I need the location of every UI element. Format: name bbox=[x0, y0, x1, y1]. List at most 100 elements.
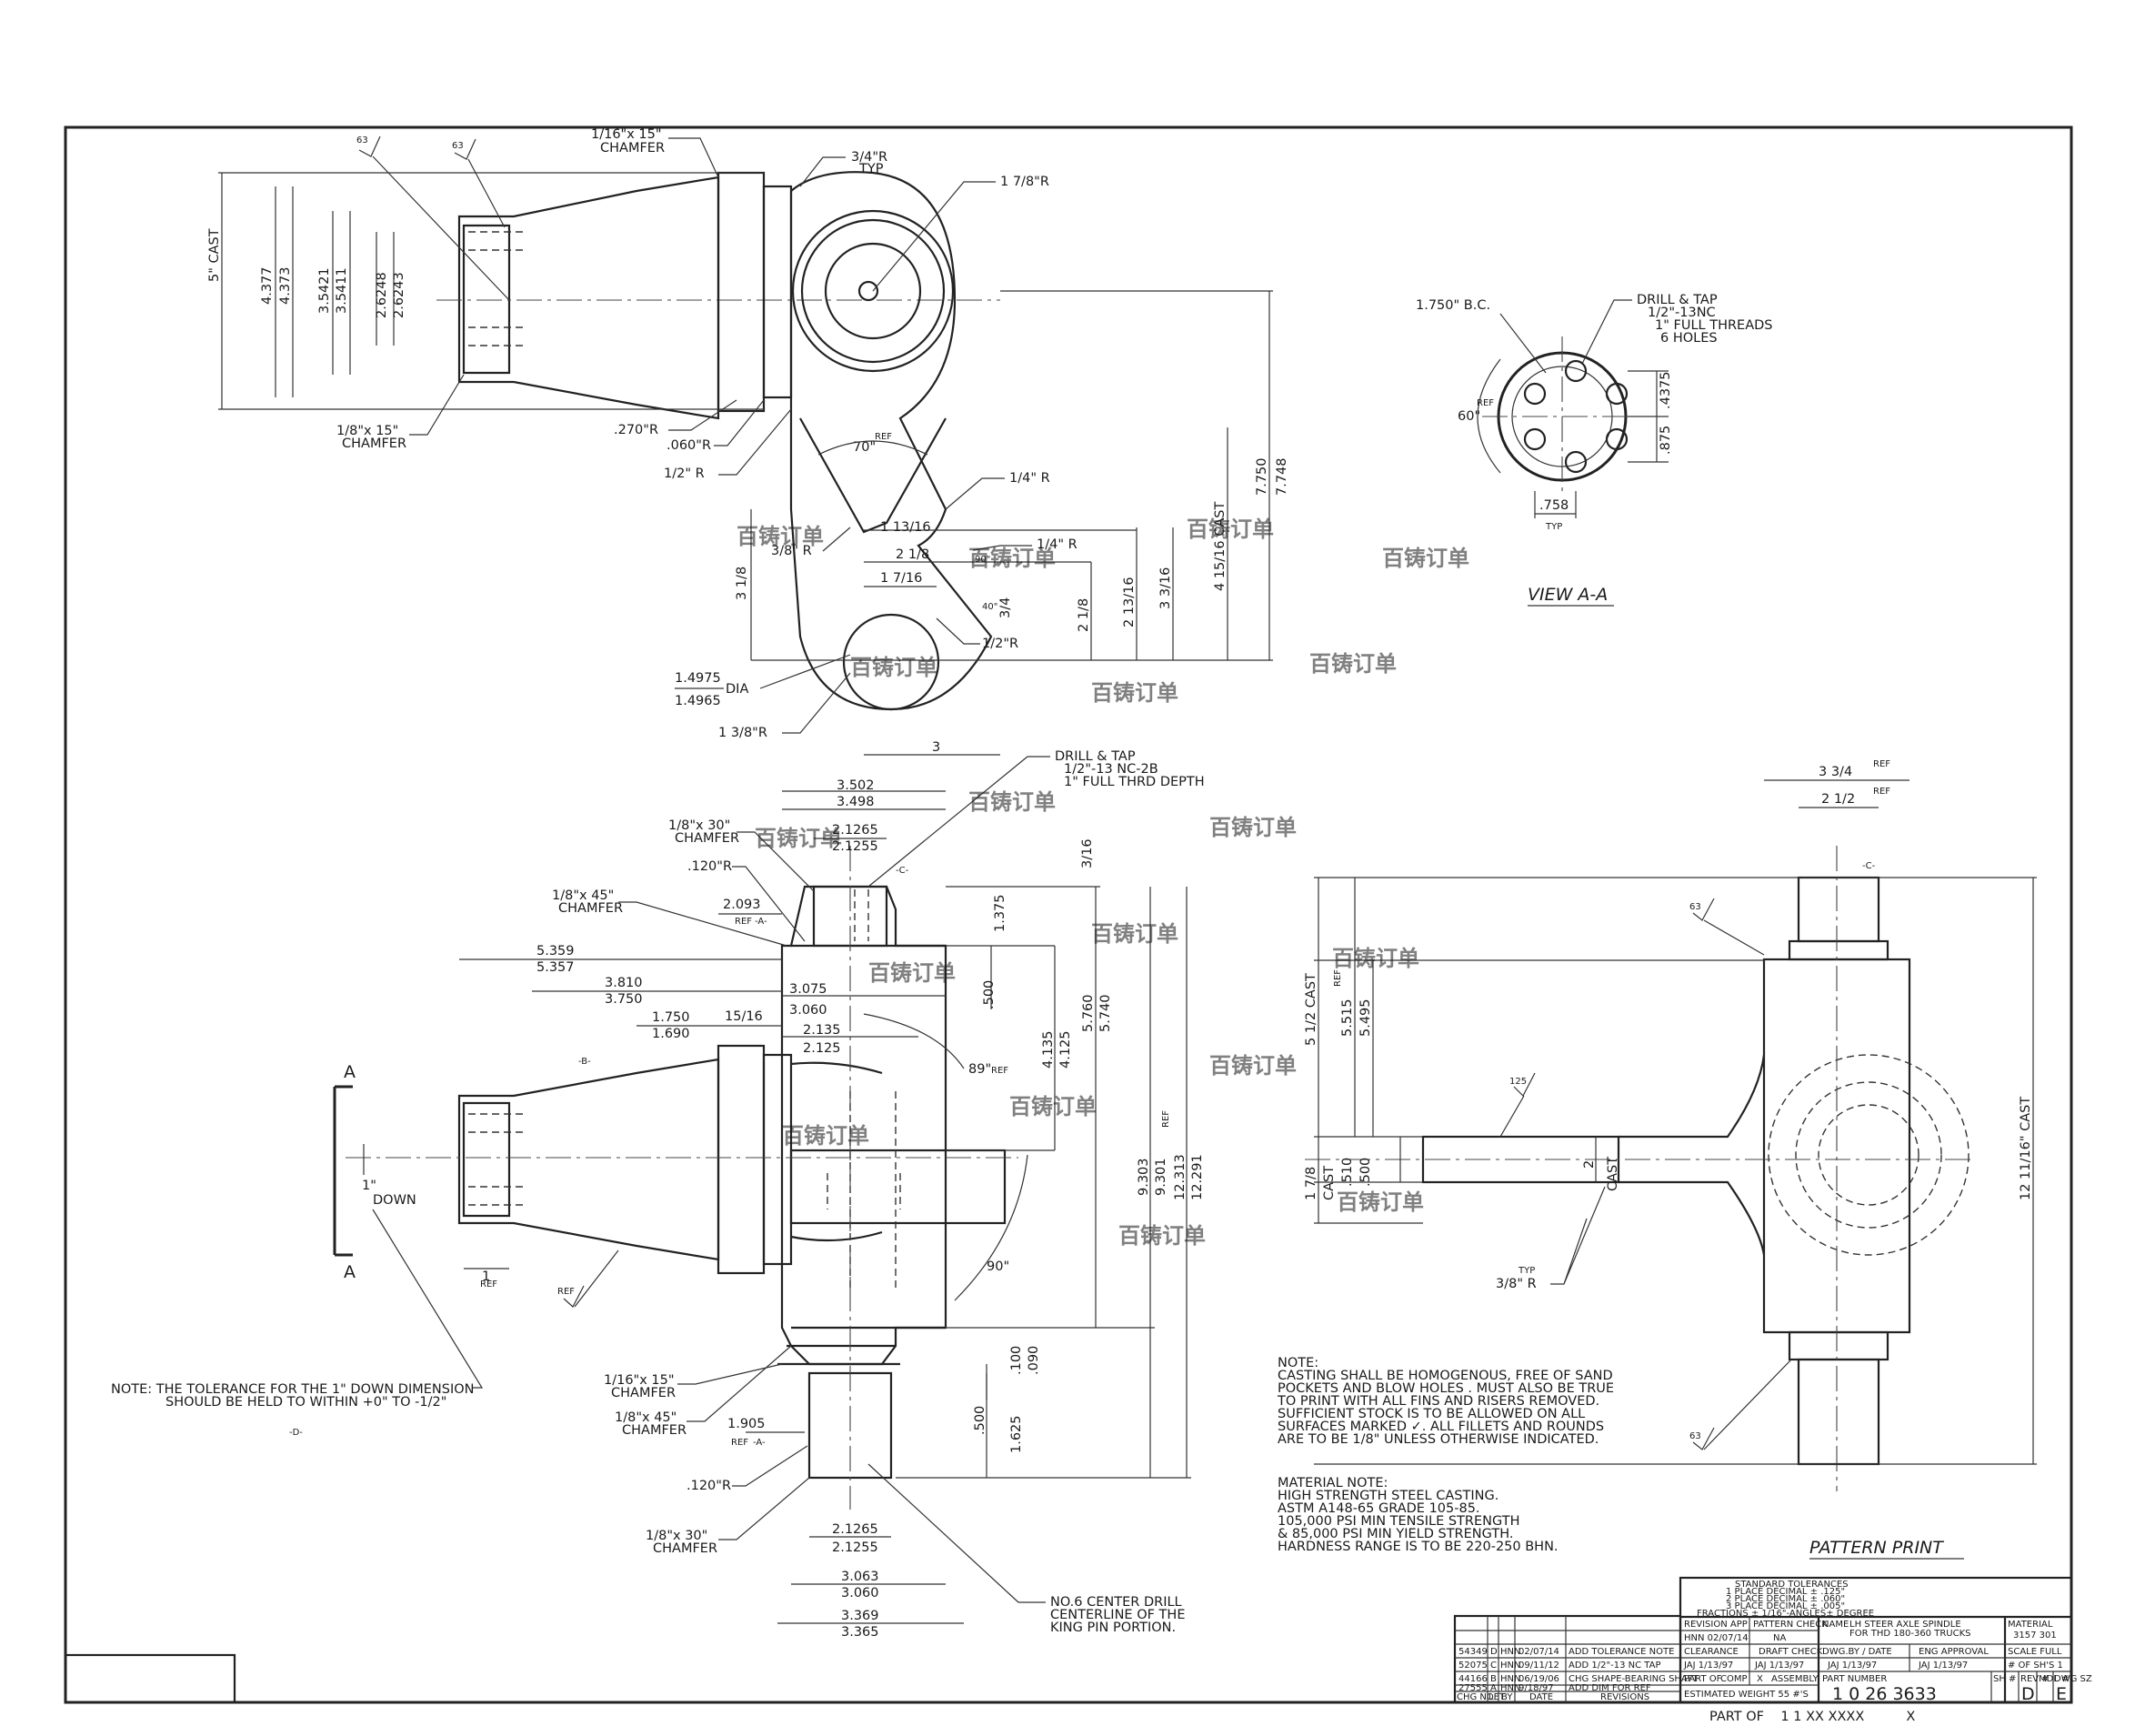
watermark: 百铸订单 bbox=[737, 524, 824, 549]
dim-1-ref: REF bbox=[480, 1279, 497, 1289]
clearance-label: CLEARANCE bbox=[1684, 1647, 1739, 1657]
radius-typ: TYP bbox=[858, 162, 884, 176]
chamfer-4-label: CHAMFER bbox=[622, 1423, 687, 1438]
side-view: 3 3/4 REF 2 1/2 REF -C- 5 1/2 CAST REF 5… bbox=[1304, 759, 2037, 1560]
part-of-label: PART OF bbox=[1684, 1674, 1722, 1684]
sh-label: SH # bbox=[1993, 1674, 2016, 1684]
note-casting-5: SURFACES MARKED ✓. ALL FILLETS AND ROUND… bbox=[1278, 1420, 1604, 1434]
tol-0: STANDARD TOLERANCES bbox=[1735, 1580, 1849, 1590]
radius-270: .270"R bbox=[614, 423, 658, 437]
radius-1-2: 1/2" R bbox=[664, 467, 705, 481]
rev-letter: B bbox=[1490, 1674, 1497, 1684]
dim-4373: 4.373 bbox=[278, 266, 293, 305]
center-drill-1: NO.6 CENTER DRILL bbox=[1050, 1595, 1182, 1610]
rev-desc: ADD 1/2"-13 NC TAP bbox=[1569, 1661, 1660, 1671]
estimated-weight: ESTIMATED WEIGHT 55 #'S bbox=[1684, 1690, 1809, 1700]
rev-by: HNN bbox=[1500, 1683, 1520, 1693]
rev-chg-no: 44166 bbox=[1458, 1674, 1488, 1684]
watermark: 百铸订单 bbox=[1337, 1189, 1424, 1215]
dim-758: .758 bbox=[1539, 498, 1569, 513]
dim-1-small: 1 bbox=[482, 1269, 490, 1284]
dim-ref-right: REF bbox=[1161, 1110, 1171, 1128]
note-material-5: HARDNESS RANGE IS TO BE 220-250 BHN. bbox=[1278, 1540, 1559, 1554]
tol-3: 3 PLACE DECIMAL ± .005" bbox=[1726, 1601, 1845, 1611]
dim-4135: 4.135 bbox=[1041, 1030, 1056, 1069]
dim-12291: 12.291 bbox=[1190, 1154, 1205, 1200]
dim-1-7-16: 1 7/16 bbox=[880, 571, 922, 586]
dim-9301: 9.301 bbox=[1154, 1158, 1168, 1196]
dim-21255: 2.1255 bbox=[832, 839, 878, 854]
dim-12313: 12.313 bbox=[1173, 1154, 1188, 1200]
angle-40: 40" bbox=[982, 602, 997, 612]
angle-ref-aa: REF bbox=[1477, 398, 1494, 408]
note-tolerance-1: NOTE: THE TOLERANCE FOR THE 1" DOWN DIME… bbox=[111, 1382, 475, 1397]
dim-3-16: 3/16 bbox=[1080, 838, 1095, 868]
dim-090: .090 bbox=[1027, 1346, 1041, 1375]
part-number: 1 0 26 3633 bbox=[1832, 1684, 1937, 1704]
watermark: 百铸订单 bbox=[1091, 680, 1178, 706]
rev-letter: D bbox=[1490, 1647, 1498, 1657]
dim-3502: 3.502 bbox=[837, 778, 875, 793]
dim-7748: 7.748 bbox=[1275, 457, 1289, 496]
angle-90-front: 90" bbox=[987, 1259, 1009, 1274]
side-mark-125: 125 bbox=[1509, 1077, 1527, 1087]
revision-letter: D bbox=[2021, 1684, 2035, 1704]
dim-875: .875 bbox=[1659, 426, 1673, 455]
side-dim-3-3-4: 3 3/4 bbox=[1819, 765, 1852, 779]
material-label: MATERIAL bbox=[2008, 1620, 2053, 1630]
dim-2-1-8b: 2 1/8 bbox=[1077, 598, 1091, 632]
rev-chg-no: 52075 bbox=[1458, 1661, 1488, 1671]
datum-a-bottom: -A- bbox=[753, 1438, 766, 1448]
watermark: 百铸订单 bbox=[968, 789, 1056, 815]
side-dim-5495: 5.495 bbox=[1358, 998, 1373, 1037]
rev-header-let: LET bbox=[1488, 1692, 1506, 1702]
dim-3: 3 bbox=[932, 740, 940, 755]
dim-1750: 1.750 bbox=[652, 1010, 690, 1025]
drill-tap-2: 1/2"-13NC bbox=[1648, 306, 1716, 320]
dim-21255b: 2.1255 bbox=[832, 1540, 878, 1555]
dim-2135: 2.135 bbox=[803, 1023, 841, 1038]
part-name-2: FOR THD 180-360 TRUCKS bbox=[1849, 1629, 1970, 1639]
tol-1: 1 PLACE DECIMAL ± .125" bbox=[1726, 1587, 1845, 1597]
chamfer-top-label: CHAMFER bbox=[600, 141, 665, 156]
dim-100: .100 bbox=[1009, 1346, 1024, 1375]
watermark: 百铸订单 bbox=[1332, 946, 1419, 971]
rev-header-by: BY bbox=[1501, 1692, 1513, 1702]
side-dim-2-1-2: 2 1/2 bbox=[1821, 792, 1855, 807]
view-aa-title: VIEW A-A bbox=[1528, 585, 1608, 605]
dim-3-3-16: 3 3/16 bbox=[1158, 567, 1173, 609]
dim-2125: 2.125 bbox=[803, 1041, 841, 1056]
dim-5-cast: 5" CAST bbox=[207, 228, 222, 282]
rev-header-date: DATE bbox=[1529, 1692, 1553, 1702]
revision-row: 27555 A HNN 9/18/97 ADD DIM FOR REF bbox=[1458, 1683, 1651, 1693]
bc-label: 1.750" B.C. bbox=[1416, 298, 1490, 313]
angle-89: 89" bbox=[968, 1062, 991, 1077]
pattern-check-label: PATTERN CHECK bbox=[1753, 1620, 1828, 1630]
dim-3-1-8: 3 1/8 bbox=[735, 567, 749, 600]
watermark: 百铸订单 bbox=[1209, 1053, 1297, 1079]
rev-header-chg: CHG NO. bbox=[1457, 1692, 1497, 1702]
watermark: 百铸订单 bbox=[968, 546, 1056, 571]
rev-chg-no: 54349 bbox=[1458, 1647, 1488, 1657]
side-mark-63-top: 63 bbox=[1689, 902, 1701, 912]
revision-table: 54349 D HNN 02/07/14 ADD TOLERANCE NOTE … bbox=[1453, 1614, 1699, 1704]
note-casting-4: SUFFICIENT STOCK IS TO BE ALLOWED ON ALL bbox=[1278, 1407, 1585, 1421]
rev-label: REV # bbox=[2020, 1674, 2050, 1684]
dwg-by-value: JAJ 1/13/97 bbox=[1827, 1661, 1877, 1671]
part-name-1: LH STEER AXLE SPINDLE bbox=[1849, 1620, 1961, 1630]
chamfer-3-label: CHAMFER bbox=[611, 1386, 676, 1400]
drill-tap-1: DRILL & TAP bbox=[1637, 293, 1718, 307]
chamfer-bottom-size: 1/8"x 15" bbox=[336, 424, 398, 438]
dim-35411: 3.5411 bbox=[335, 267, 349, 314]
part-number-label: PART NUMBER bbox=[1822, 1674, 1887, 1684]
dia-lower: 1.4965 bbox=[675, 694, 721, 708]
dwg-by-label: DWG.BY / DATE bbox=[1822, 1647, 1892, 1657]
x-mark: X bbox=[1757, 1674, 1763, 1684]
rev-date: 06/19/06 bbox=[1519, 1674, 1559, 1684]
dim-4125: 4.125 bbox=[1058, 1030, 1073, 1069]
side-mark-63-bottom: 63 bbox=[1689, 1431, 1701, 1441]
dim-3060: 3.060 bbox=[789, 1003, 827, 1018]
assembly-label: ASSEMBLY bbox=[1771, 1674, 1819, 1684]
revision-row: 52075 C HNN 09/11/12 ADD 1/2"-13 NC TAP bbox=[1458, 1661, 1660, 1671]
